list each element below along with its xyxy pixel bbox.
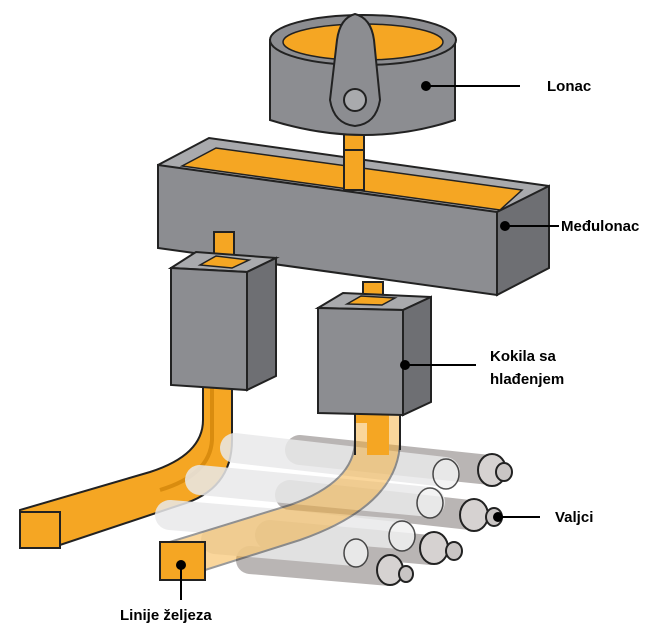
callout-rollers: Valjci: [493, 509, 593, 526]
callout-strands: Linije željeza: [120, 560, 212, 624]
roller: [236, 546, 414, 586]
label-mould-line1: Kokila sa: [490, 348, 557, 365]
callout-tundish: Međulonac: [500, 218, 639, 235]
label-mould-line2: hlađenjem: [490, 371, 564, 388]
mould-right: [314, 291, 432, 417]
label-tundish: Međulonac: [561, 218, 639, 235]
callout-ladle: Lonac: [421, 78, 591, 95]
mould-left: [167, 250, 280, 392]
label-ladle: Lonac: [547, 78, 591, 95]
roller-group-front: [155, 433, 460, 568]
callout-mould: Kokila sa hlađenjem: [400, 348, 564, 388]
ladle: [269, 12, 457, 136]
tundish: [157, 136, 550, 297]
roller: [201, 526, 369, 568]
label-rollers: Valjci: [555, 509, 593, 526]
label-strands: Linije željeza: [120, 607, 212, 624]
roller: [220, 433, 460, 490]
roller: [155, 500, 416, 552]
roller: [185, 465, 445, 519]
